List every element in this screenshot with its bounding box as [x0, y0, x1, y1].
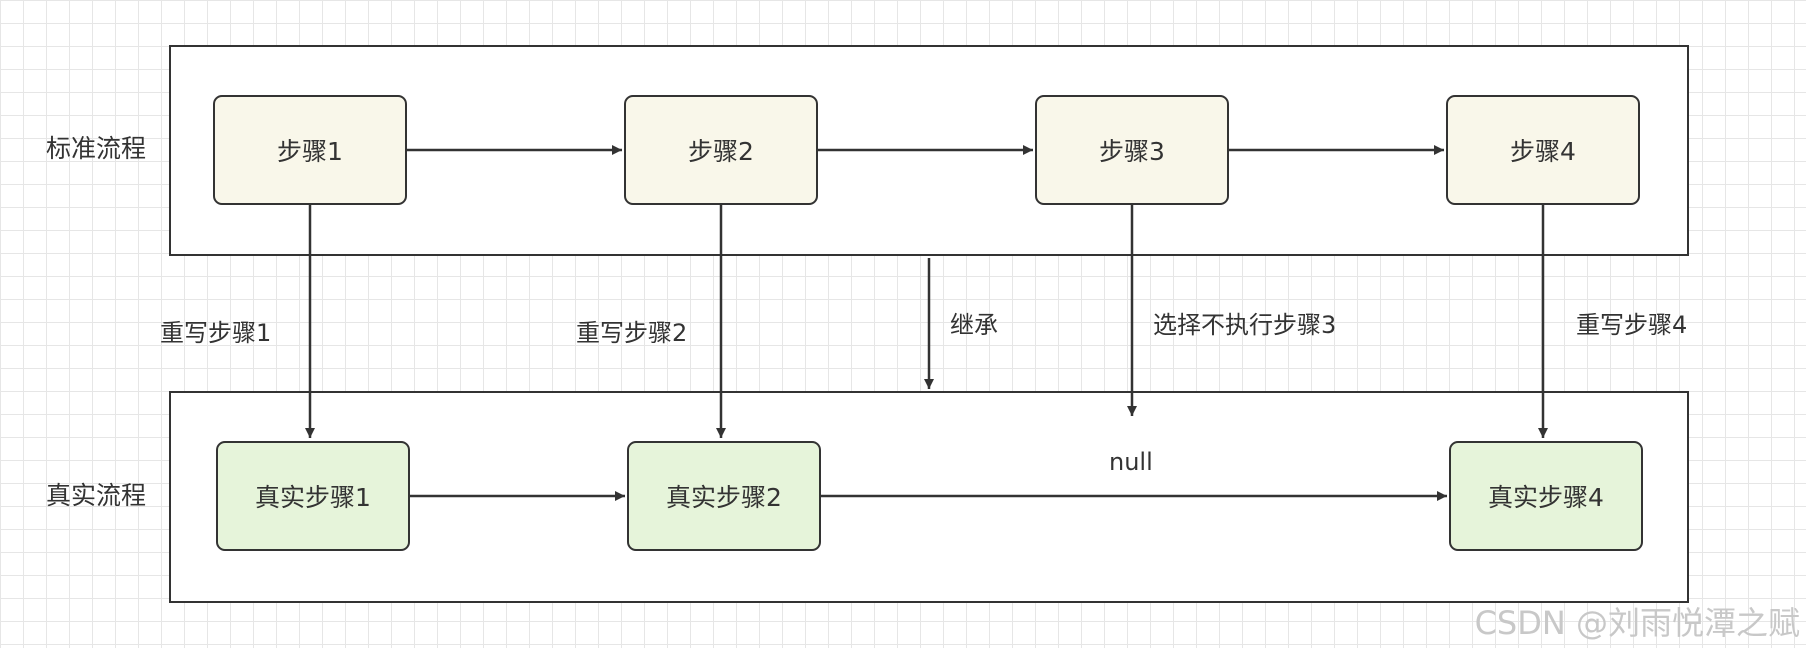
standard-step-4: 步骤4: [1446, 95, 1640, 205]
standard-step-2: 步骤2: [624, 95, 818, 205]
real-step-2: 真实步骤2: [627, 441, 821, 551]
null-label: null: [1109, 448, 1153, 476]
edge-label-override-1: 重写步骤1: [160, 319, 272, 347]
standard-flow-label: 标准流程: [45, 134, 146, 163]
real-step-4: 真实步骤4: [1449, 441, 1643, 551]
standard-step-3: 步骤3: [1035, 95, 1229, 205]
watermark: CSDN @刘雨悦潭之赋: [1474, 604, 1800, 642]
standard-step-1: 步骤1: [213, 95, 407, 205]
real-flow-label: 真实流程: [45, 481, 146, 510]
edge-label-override-4: 重写步骤4: [1576, 311, 1688, 339]
edge-label-inherit: 继承: [950, 311, 998, 339]
real-step-1: 真实步骤1: [216, 441, 410, 551]
edge-label-override-2: 重写步骤2: [576, 319, 688, 347]
edge-label-skip-3: 选择不执行步骤3: [1153, 311, 1337, 339]
